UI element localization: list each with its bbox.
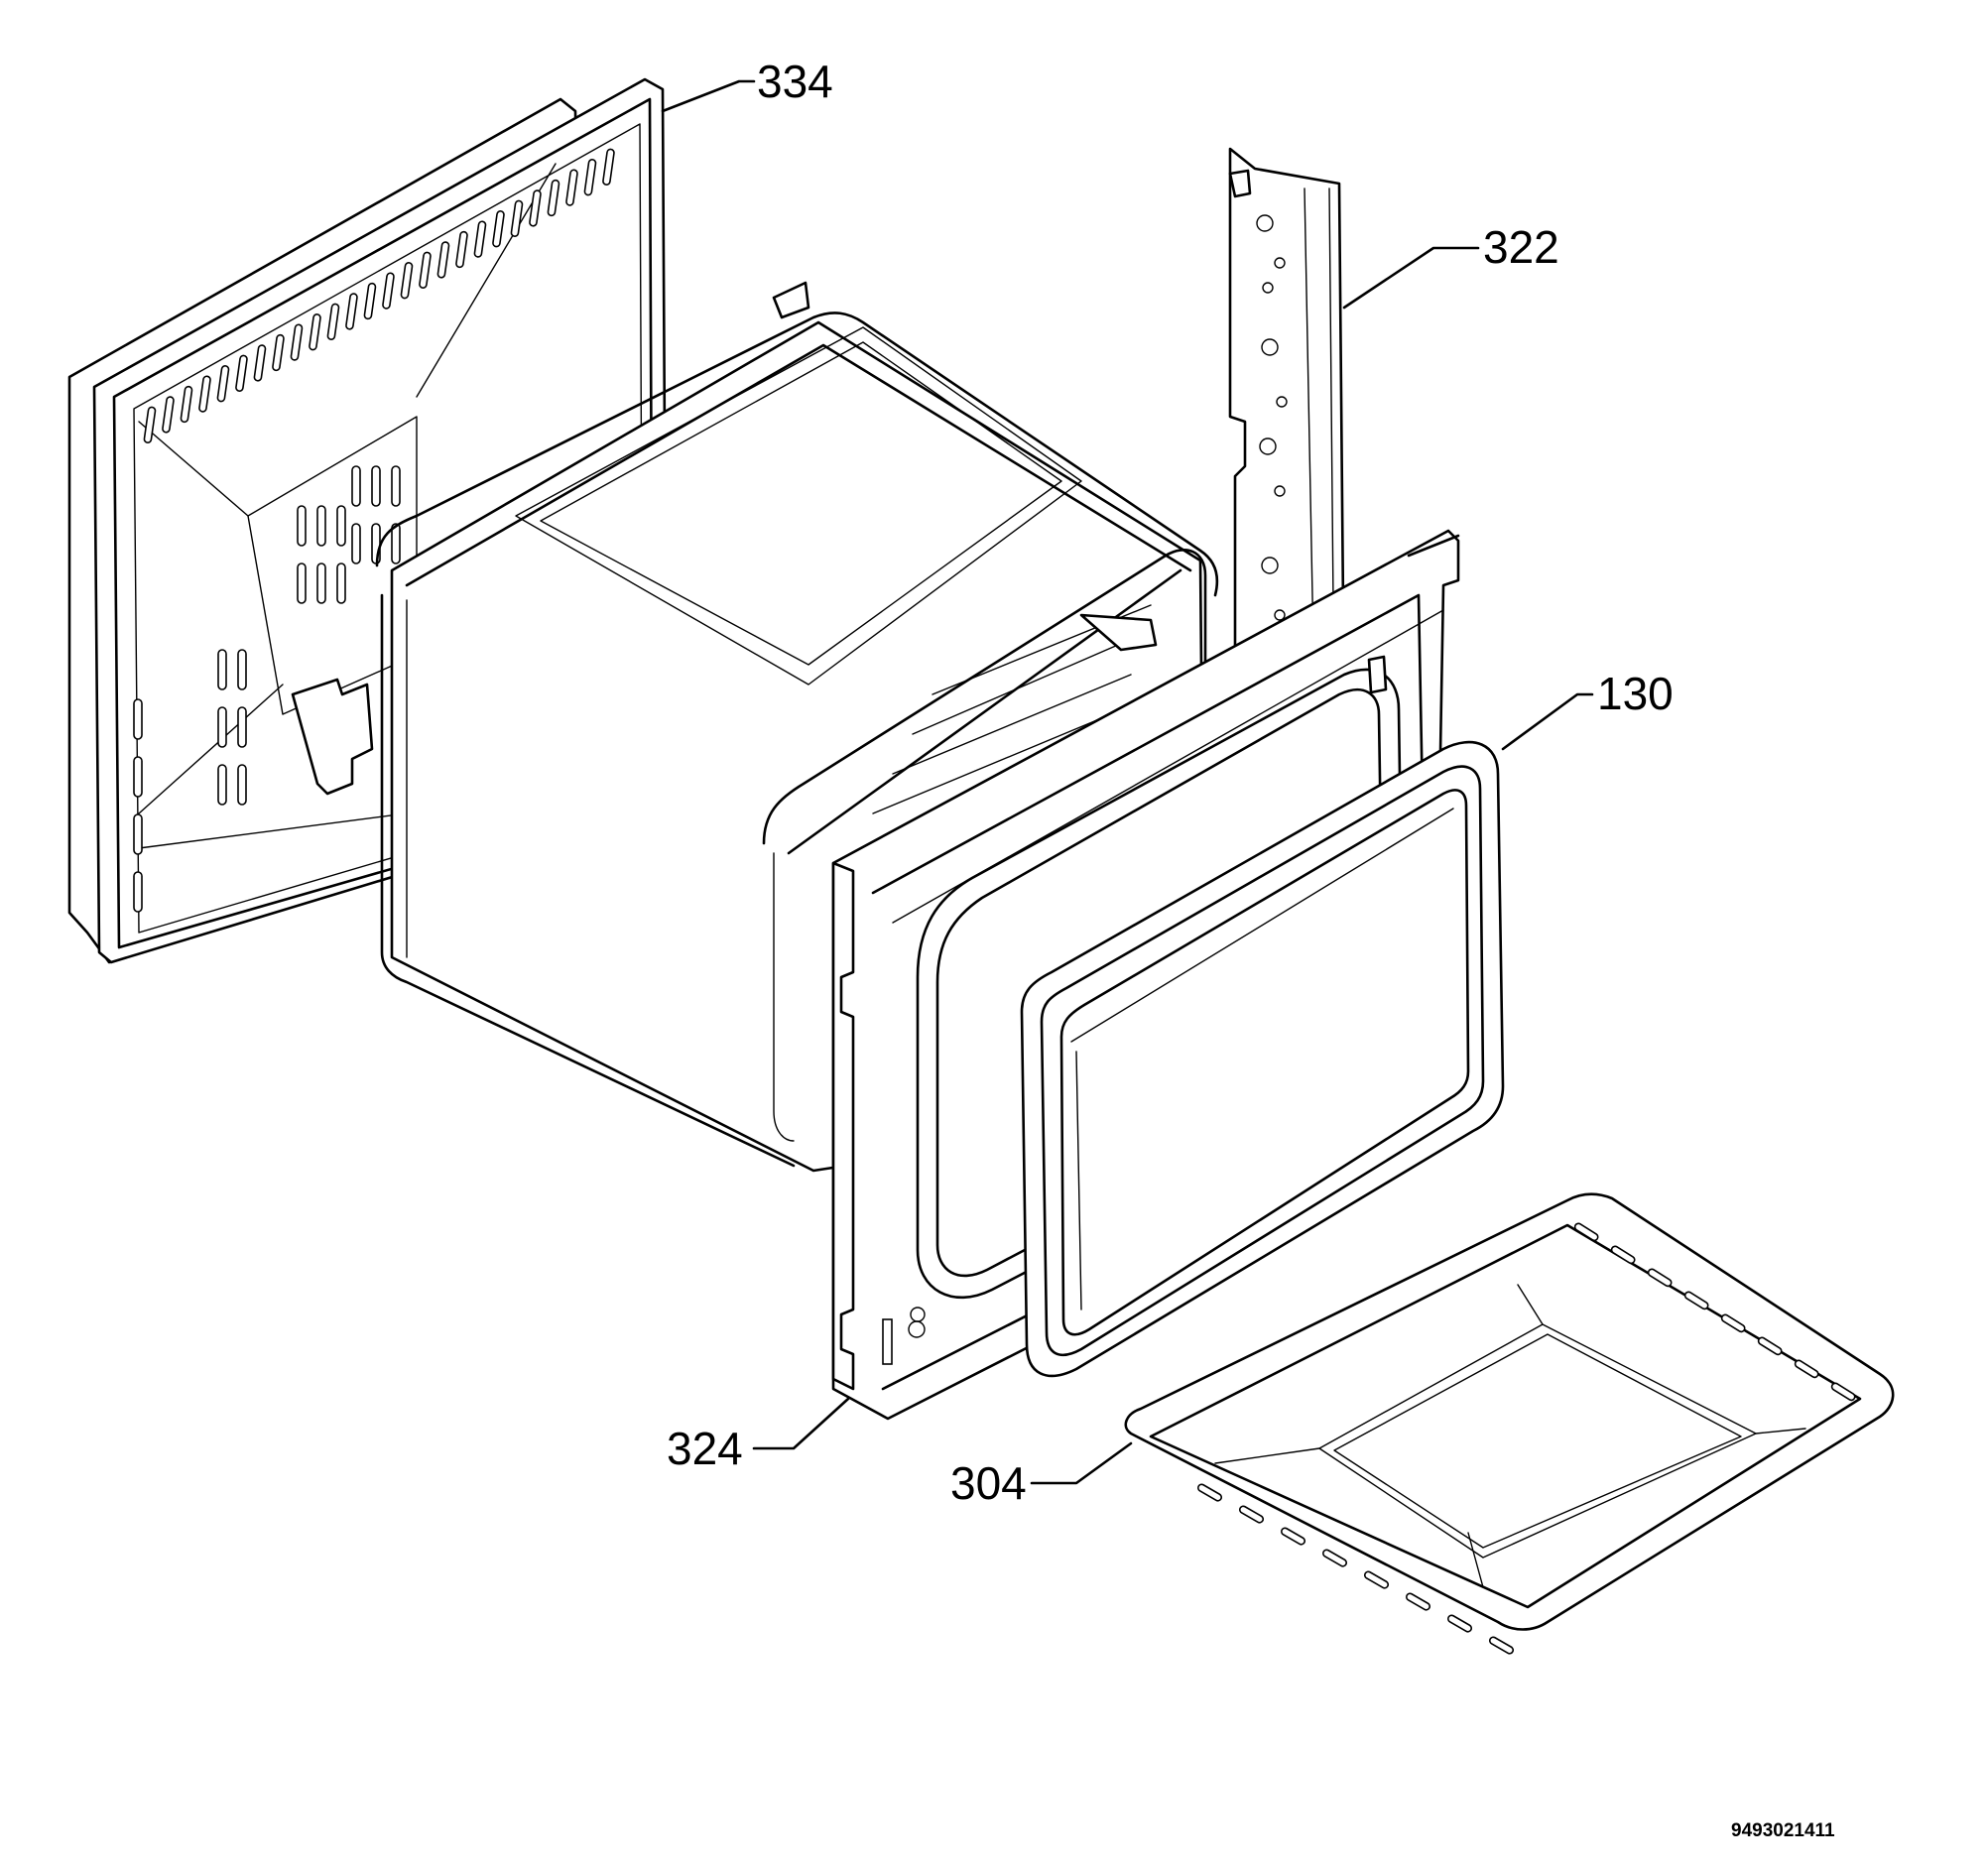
- tray-slot: [1488, 1636, 1515, 1655]
- tray-slot: [1794, 1359, 1819, 1379]
- document-number: 9493021411: [1731, 1820, 1835, 1841]
- callout-130: 130: [1597, 668, 1674, 719]
- rail-hole: [1261, 338, 1279, 356]
- tray-slot: [1446, 1614, 1473, 1633]
- tray-rim-slots: [1196, 1222, 1856, 1655]
- vent-slot: [237, 706, 247, 748]
- vent-slot: [351, 523, 361, 564]
- callout-322: 322: [1483, 221, 1559, 273]
- vent-slot: [297, 505, 307, 547]
- vent-slot: [419, 251, 432, 289]
- tray-slot: [1647, 1268, 1673, 1288]
- vent-slot: [492, 210, 505, 248]
- rail-hole: [1274, 609, 1286, 621]
- vent-slot: [391, 465, 401, 507]
- vent-slot: [363, 282, 377, 320]
- vent-slot: [382, 272, 395, 310]
- vent-slot: [133, 871, 143, 913]
- rail-hole: [1261, 557, 1279, 574]
- vent-slot: [143, 406, 157, 443]
- vent-slot: [565, 169, 578, 206]
- vent-slot: [602, 148, 615, 186]
- vent-slot: [583, 159, 597, 196]
- vent-slot: [326, 303, 340, 340]
- door-seal-130: [1020, 740, 1505, 1378]
- vent-slot: [529, 189, 542, 227]
- rail-hole: [1274, 257, 1286, 269]
- rail-hole: [1262, 282, 1274, 294]
- vent-slot: [371, 465, 381, 507]
- vent-slot: [237, 649, 247, 690]
- vent-slot: [162, 396, 175, 434]
- vent-slot: [391, 523, 401, 564]
- rail-hole: [1276, 396, 1288, 408]
- tray-slot: [1683, 1291, 1709, 1310]
- vent-slot: [351, 465, 361, 507]
- vent-slot: [510, 199, 524, 237]
- vent-slot: [336, 562, 346, 604]
- callout-324: 324: [667, 1423, 743, 1474]
- vent-slot: [297, 562, 307, 604]
- tray-slot: [1720, 1313, 1746, 1333]
- vent-slot: [547, 179, 560, 217]
- tray-slot: [1238, 1505, 1265, 1524]
- callout-304: 304: [950, 1457, 1027, 1509]
- tray-slot: [1321, 1549, 1348, 1567]
- vent-slot: [217, 649, 227, 690]
- vent-slot: [237, 764, 247, 806]
- vent-slot: [290, 323, 304, 361]
- vent-slot: [217, 706, 227, 748]
- rail-hole: [1256, 214, 1274, 232]
- tray-slot: [1830, 1382, 1856, 1402]
- rear-panel-vent-slots: [133, 148, 615, 913]
- vent-slot: [198, 375, 211, 413]
- vent-slot: [133, 756, 143, 798]
- rail-hole: [1259, 437, 1277, 455]
- vent-slot: [371, 523, 381, 564]
- vent-slot: [436, 241, 450, 279]
- rail-hole: [1274, 485, 1286, 497]
- baking-tray-304: [1124, 1192, 1895, 1655]
- vent-slot: [336, 505, 346, 547]
- side-rail-322: [1228, 147, 1346, 746]
- leader-lines: [661, 79, 1594, 1485]
- vent-slot: [217, 764, 227, 806]
- vent-slot: [309, 313, 321, 351]
- vent-slot: [272, 333, 285, 372]
- vent-slot: [253, 344, 267, 382]
- vent-slot: [180, 385, 193, 424]
- vent-slot: [316, 562, 326, 604]
- vent-slot: [316, 505, 326, 547]
- vent-slot: [133, 698, 143, 740]
- tray-slot: [1280, 1527, 1306, 1546]
- vent-slot: [216, 365, 230, 403]
- vent-slot: [473, 220, 487, 258]
- tray-slot: [1757, 1336, 1783, 1356]
- tray-slot: [1196, 1483, 1223, 1502]
- vent-slot: [455, 230, 468, 269]
- tray-slot: [1405, 1592, 1431, 1611]
- tray-slot: [1573, 1222, 1599, 1242]
- tray-slot: [1363, 1570, 1390, 1589]
- vent-slot: [133, 813, 143, 855]
- vent-slot: [345, 293, 358, 330]
- vent-slot: [235, 354, 248, 392]
- callout-334: 334: [757, 56, 833, 107]
- tray-slot: [1610, 1245, 1636, 1265]
- vent-slot: [400, 262, 414, 300]
